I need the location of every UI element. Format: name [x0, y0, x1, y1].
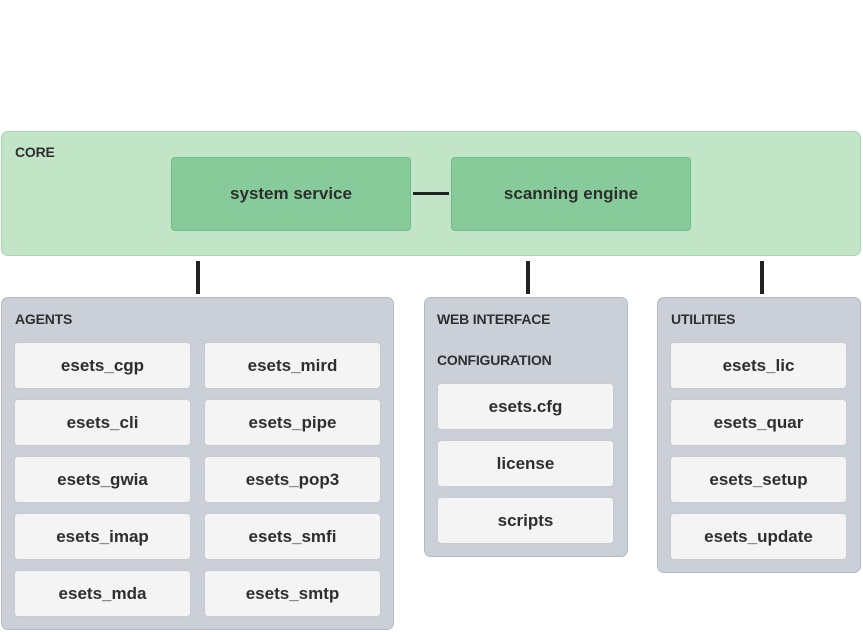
web-config-item: scripts — [437, 497, 614, 544]
system-service-box: system service — [171, 157, 411, 231]
scanning-engine-box: scanning engine — [451, 157, 691, 231]
utility-item: esets_lic — [670, 342, 847, 389]
agent-item: esets_smfi — [204, 513, 381, 560]
agent-item: esets_imap — [14, 513, 191, 560]
web-connector-line — [526, 261, 530, 294]
configuration-subtitle: CONFIGURATION — [437, 352, 552, 368]
utilities-connector-line — [760, 261, 764, 294]
agents-connector-line — [196, 261, 200, 294]
agent-item: esets_cli — [14, 399, 191, 446]
agent-item: esets_smtp — [204, 570, 381, 617]
agent-item: esets_pipe — [204, 399, 381, 446]
agent-item: esets_mird — [204, 342, 381, 389]
agent-item: esets_gwia — [14, 456, 191, 503]
web-config-item: esets.cfg — [437, 383, 614, 430]
web-interface-title: WEB INTERFACE — [437, 311, 551, 327]
web-config-item: license — [437, 440, 614, 487]
agent-item: esets_pop3 — [204, 456, 381, 503]
utility-item: esets_update — [670, 513, 847, 560]
core-title: CORE — [15, 144, 55, 160]
core-connector-line — [413, 192, 449, 195]
agent-item: esets_cgp — [14, 342, 191, 389]
utility-item: esets_quar — [670, 399, 847, 446]
utilities-title: UTILITIES — [671, 311, 736, 327]
utility-item: esets_setup — [670, 456, 847, 503]
agent-item: esets_mda — [14, 570, 191, 617]
agents-title: AGENTS — [15, 311, 73, 327]
